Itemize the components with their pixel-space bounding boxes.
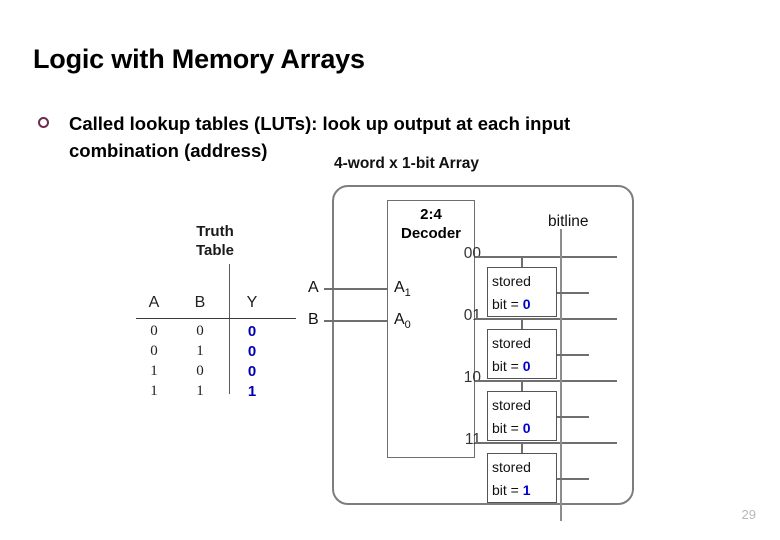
decoder-label-line2: Decoder [400, 225, 462, 242]
wordline-00 [475, 256, 617, 258]
memory-cell-10-prefix: bit = [492, 420, 523, 436]
decoder-port-a1-sub: 1 [404, 287, 411, 300]
bullet-circle-icon [38, 117, 49, 128]
memory-cell-11-prefix: bit = [492, 482, 523, 498]
input-label-b: B [308, 311, 319, 328]
memory-cell-01-line1: stored [492, 335, 531, 351]
input-label-a: A [308, 279, 319, 296]
truth-table-divider [229, 264, 230, 394]
memory-cell-11: stored bit = 1 [487, 453, 557, 503]
memory-cell-00-line1: stored [492, 273, 531, 289]
memory-cell-00-value: 0 [522, 296, 531, 312]
decoder-label: 2:4 Decoder [387, 205, 475, 243]
decoder-port-a1-text: A [394, 279, 405, 296]
table-row: 0 [150, 323, 158, 339]
memory-cell-10-line1: stored [492, 397, 531, 413]
page-title: Logic with Memory Arrays [33, 44, 365, 74]
bitline-label: bitline [548, 213, 589, 230]
truth-table-header-a: A [148, 294, 160, 311]
wordline-label-01: 01 [463, 307, 481, 324]
decoder-block [387, 200, 475, 458]
memory-cell-10-value: 0 [522, 420, 531, 436]
cell-access-stub-2 [521, 380, 523, 392]
page-number: 29 [741, 507, 756, 522]
memory-cell-01-value: 0 [522, 358, 531, 374]
cell-access-stub-0 [521, 256, 523, 268]
wordline-01 [475, 318, 617, 320]
decoder-port-a1: A1 [394, 279, 411, 299]
table-row: 0 [247, 343, 257, 360]
cell-access-stub-1 [521, 318, 523, 330]
bitline-wire [560, 229, 562, 521]
wordline-label-00: 00 [463, 245, 481, 262]
cell-bitline-stub-3 [557, 478, 589, 480]
memory-cell-01: stored bit = 0 [487, 329, 557, 379]
wordline-label-11: 11 [464, 431, 481, 448]
table-row: 0 [196, 323, 204, 339]
memory-cell-01-prefix: bit = [492, 358, 523, 374]
memory-cell-00-prefix: bit = [492, 296, 523, 312]
truth-table-header-rule [136, 318, 296, 319]
truth-table-header-y: Y [246, 294, 258, 311]
bullet-item-text: Called lookup tables (LUTs): look up out… [69, 113, 571, 161]
truth-table-title-line1: Truth [196, 223, 234, 240]
table-row: 1 [150, 363, 158, 379]
truth-table-title: Truth Table [160, 222, 270, 260]
wordline-11 [475, 442, 617, 444]
table-row: 0 [247, 363, 257, 380]
table-row: 1 [196, 383, 204, 399]
cell-access-stub-3 [521, 442, 523, 454]
truth-table: Truth Table A B Y 0 0 0 0 1 0 1 0 0 1 1 … [128, 222, 298, 402]
table-row: 1 [196, 343, 204, 359]
array-caption: 4-word x 1-bit Array [334, 155, 479, 172]
table-row: 1 [150, 383, 158, 399]
memory-cell-10: stored bit = 0 [487, 391, 557, 441]
table-row: 0 [196, 363, 204, 379]
table-row: 0 [247, 323, 257, 340]
input-wire-a [324, 288, 388, 290]
cell-bitline-stub-2 [557, 416, 589, 418]
array-boundary [332, 185, 634, 505]
truth-table-header-b: B [194, 294, 206, 311]
table-row: 0 [150, 343, 158, 359]
wordline-10 [475, 380, 617, 382]
truth-table-title-line2: Table [195, 242, 235, 259]
decoder-port-a0-text: A [394, 311, 405, 328]
memory-cell-00: stored bit = 0 [487, 267, 557, 317]
cell-bitline-stub-0 [557, 292, 589, 294]
decoder-label-line1: 2:4 [420, 206, 442, 223]
memory-array-diagram: 4-word x 1-bit Array 2:4 Decoder A1 A0 A… [308, 155, 650, 530]
table-row: 1 [247, 383, 257, 400]
cell-bitline-stub-1 [557, 354, 589, 356]
decoder-port-a0-sub: 0 [404, 319, 411, 332]
wordline-label-10: 10 [463, 369, 481, 386]
memory-cell-11-line1: stored [492, 459, 531, 475]
input-wire-b [324, 320, 388, 322]
memory-cell-11-value: 1 [522, 482, 531, 498]
decoder-port-a0: A0 [394, 311, 411, 331]
